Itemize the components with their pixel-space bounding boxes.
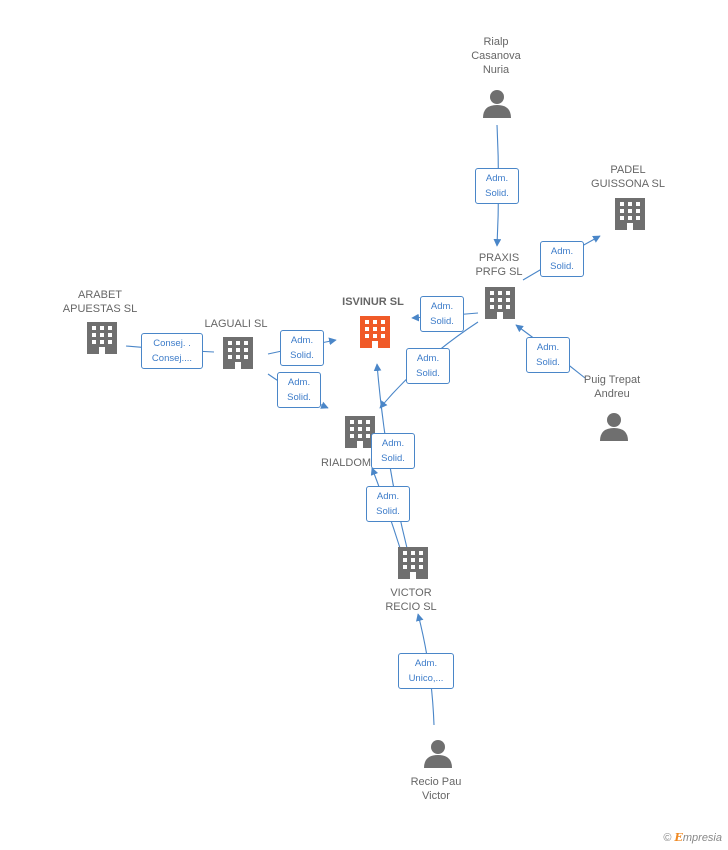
node-label-rialdom[interactable]: RIALDOM — [320, 457, 372, 469]
edge-label-puig-praxis[interactable]: Adm. Solid. — [526, 337, 570, 373]
node-label-puig[interactable]: Puig Trepat Andreu — [583, 374, 641, 400]
node-label-arabet[interactable]: ARABET APUESTAS SL — [62, 289, 138, 315]
person-icon-puig[interactable] — [600, 413, 628, 441]
node-label-isvinur[interactable]: ISVINUR SL — [342, 296, 404, 308]
edge-label-praxis-rialdom[interactable]: Adm. Solid. — [406, 348, 450, 384]
edge-label-arabet-laguali[interactable]: Consej. . Consej.... — [141, 333, 203, 369]
edge-label-rialp-praxis[interactable]: Adm. Solid. — [475, 168, 519, 204]
building-icon-rialdom[interactable] — [345, 416, 375, 448]
building-icon-padel[interactable] — [615, 198, 645, 230]
person-icon-recio[interactable] — [424, 740, 452, 768]
building-icon-arabet[interactable] — [87, 322, 117, 354]
building-icon-victor[interactable] — [398, 547, 428, 579]
brand-logo-initial: E — [674, 831, 683, 844]
node-label-victor[interactable]: VICTOR RECIO SL — [385, 587, 437, 613]
edge-label-praxis-isvinur[interactable]: Adm. Solid. — [420, 296, 464, 332]
edge-label-praxis-padel[interactable]: Adm. Solid. — [540, 241, 584, 277]
node-label-laguali[interactable]: LAGUALI SL — [204, 318, 268, 330]
edge-label-laguali-isvinur[interactable]: Adm. Solid. — [280, 330, 324, 366]
brand-watermark: © Empresia — [663, 831, 722, 844]
node-label-recio[interactable]: Recio Pau Victor — [410, 776, 462, 802]
building-icon-laguali[interactable] — [223, 337, 253, 369]
copyright-icon: © — [663, 832, 672, 844]
building-icon-isvinur[interactable] — [360, 316, 390, 348]
brand-name: mpresia — [682, 832, 722, 844]
edge-label-recio-victor[interactable]: Adm. Unico,... — [398, 653, 454, 689]
edge-label-victor-rialdom[interactable]: Adm. Solid. — [366, 486, 410, 522]
building-icon-praxis[interactable] — [485, 287, 515, 319]
edge-label-victor-isvinur[interactable]: Adm. Solid. — [371, 433, 415, 469]
node-label-padel[interactable]: PADEL GUISSONA SL — [591, 164, 665, 190]
edge-label-laguali-rialdom[interactable]: Adm. Solid. — [277, 372, 321, 408]
node-label-praxis[interactable]: PRAXIS PRFG SL — [475, 252, 523, 278]
node-label-rialp[interactable]: Rialp Casanova Nuria — [471, 36, 521, 76]
person-icon-rialp[interactable] — [483, 90, 511, 118]
